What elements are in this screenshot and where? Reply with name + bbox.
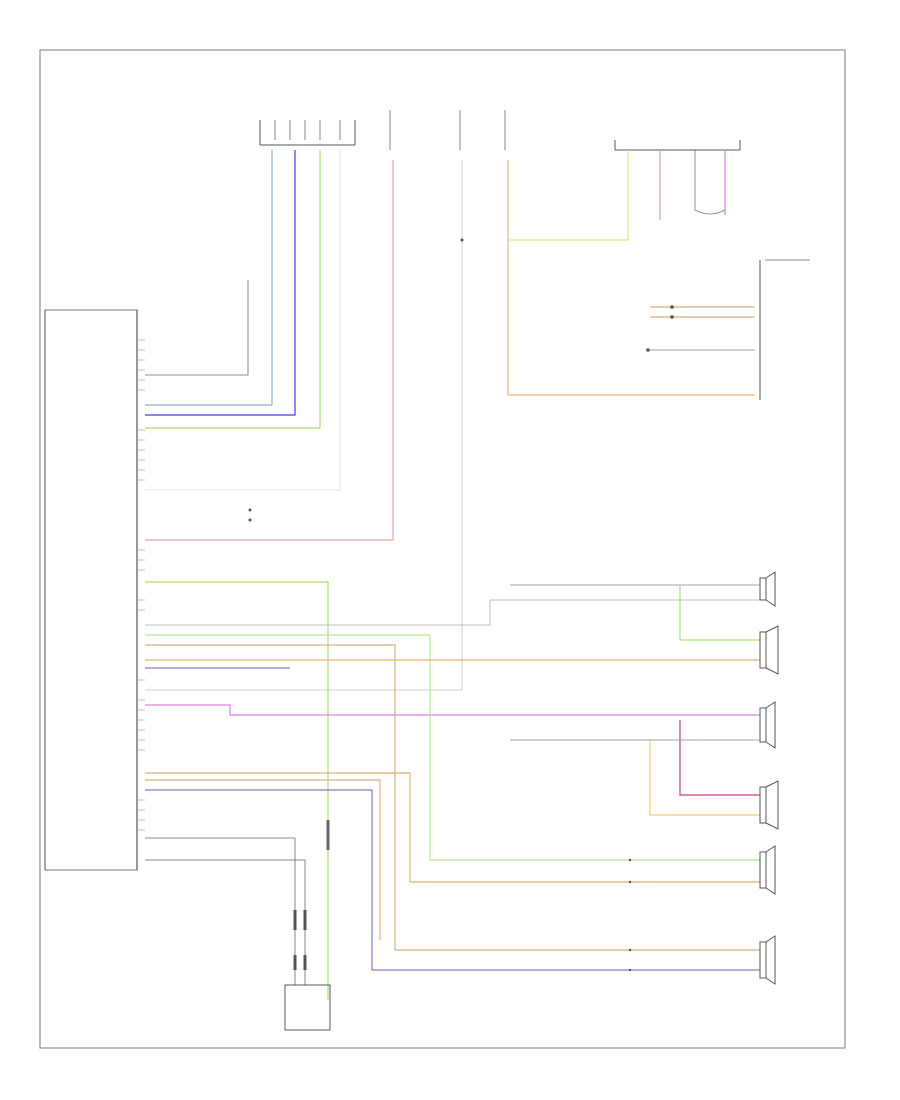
- speaker-output-wires: [145, 581, 760, 1000]
- wire-magenta-1: [145, 704, 760, 716]
- antenna-module: [284, 820, 331, 1031]
- wire-tan-3: [145, 779, 381, 940]
- wire-blue: [145, 150, 296, 416]
- diagram-frame: [39, 49, 846, 1049]
- right-rear-speaker: [759, 935, 776, 985]
- wire-gray-long: [145, 150, 341, 491]
- wire-violet-2: [145, 789, 760, 971]
- wire-tan-1: [145, 644, 760, 951]
- speaker-branch-wires: [510, 584, 760, 816]
- wire-antenna-2: [145, 859, 306, 985]
- wire-ground: [145, 160, 463, 691]
- wire-dark-2: [145, 599, 760, 626]
- left-front-tweeter: [759, 625, 779, 675]
- left-front-speaker: [759, 571, 776, 607]
- speaker-input-wires: [145, 150, 341, 491]
- left-rear-speaker: [759, 845, 776, 895]
- wire-magenta-2: [679, 720, 760, 796]
- wire-orange-trunk: [507, 160, 755, 396]
- right-front-speaker: [759, 701, 776, 749]
- top-connector-block: [259, 120, 356, 146]
- wire-green-2: [145, 581, 329, 1000]
- wire-tan-2: [145, 772, 760, 883]
- wire-loop: [694, 150, 726, 215]
- wire-antenna-1: [145, 837, 296, 985]
- top-right-module: [614, 140, 741, 151]
- wire-blue-gray: [145, 150, 273, 406]
- splice-points: [248, 238, 632, 972]
- wire-green-3: [679, 585, 760, 641]
- audio-module-pins: [137, 339, 145, 831]
- wire-yellow-2: [649, 740, 760, 816]
- fuse-group: [389, 110, 506, 150]
- right-front-tweeter: [759, 780, 779, 830]
- wire-red: [145, 160, 394, 541]
- wire-green-1: [145, 150, 321, 429]
- wire-dark: [145, 280, 249, 376]
- right-connector: [646, 259, 810, 400]
- wire-yellow-short: [508, 150, 629, 241]
- audio-control-module: [44, 309, 138, 871]
- wire-light-green: [145, 634, 760, 861]
